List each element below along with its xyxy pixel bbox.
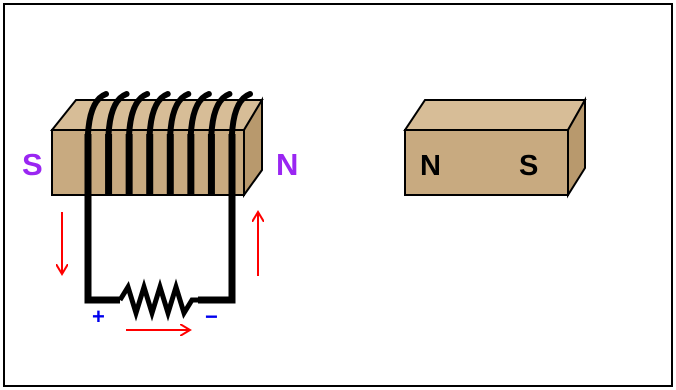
magnet-top-face — [403, 99, 587, 131]
circuit-wire — [84, 180, 236, 304]
coil-turn-top — [146, 91, 171, 137]
coil — [84, 91, 253, 196]
coil-turn-top — [85, 91, 109, 137]
electromagnet: S N + − — [22, 91, 298, 330]
positive-terminal-sign: + — [92, 304, 105, 329]
coil-turn-top — [105, 91, 130, 137]
electromagnet-left-pole-label: S — [22, 147, 43, 182]
coil-turn-top — [167, 91, 192, 137]
magnet-left-pole-label: N — [420, 150, 441, 182]
electromagnet-right-pole-label: N — [276, 147, 298, 182]
coil-turn-top — [229, 91, 253, 137]
negative-terminal-sign: − — [205, 304, 218, 329]
coil-turn-top — [208, 91, 233, 137]
magnet-right-pole-label: S — [519, 150, 538, 182]
resistor-icon — [117, 278, 198, 322]
coil-turn-top — [126, 91, 151, 137]
bar-magnet: N S — [403, 96, 587, 199]
magnet-front-face — [404, 129, 569, 196]
coil-turn-top — [187, 91, 212, 137]
